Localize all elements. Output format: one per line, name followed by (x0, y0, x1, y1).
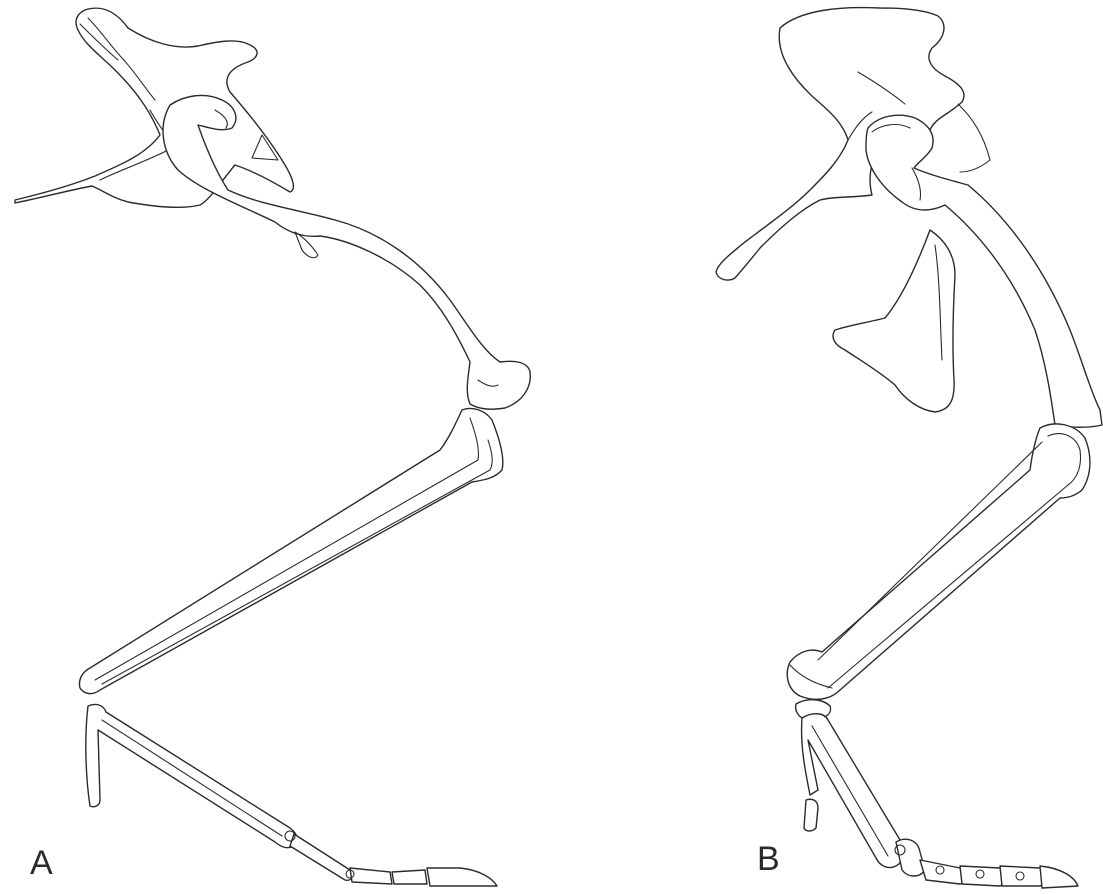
panel-b-phalanx-5 (1040, 866, 1078, 888)
panel-a-phalanx-3 (392, 870, 427, 884)
panel-b-tibia (787, 424, 1090, 699)
panel-b-tibia-shaft-2 (818, 442, 1042, 660)
panel-b-metatarsal-line (812, 726, 888, 856)
panel-b-phalanx-4 (1000, 866, 1046, 886)
panel-b-dewclaw (804, 799, 818, 831)
panel-a-tibia (79, 408, 502, 693)
panel-a-metatarsal-line (102, 720, 282, 836)
panel-a-label: A (30, 846, 53, 880)
panel-a-phalanx-1 (290, 834, 352, 880)
panel-a-pelvis (15, 8, 293, 207)
panel-b-label: B (757, 842, 780, 876)
panel-a-phalanx-2 (350, 868, 392, 884)
panel-b-pubis (958, 104, 990, 172)
panel-a-phalanx-4 (427, 868, 497, 886)
panel-b-limb (716, 8, 1102, 888)
panel-a-limb (15, 8, 530, 886)
panel-a-metatarsal (86, 704, 298, 847)
panel-b-metatarsal (802, 714, 904, 868)
